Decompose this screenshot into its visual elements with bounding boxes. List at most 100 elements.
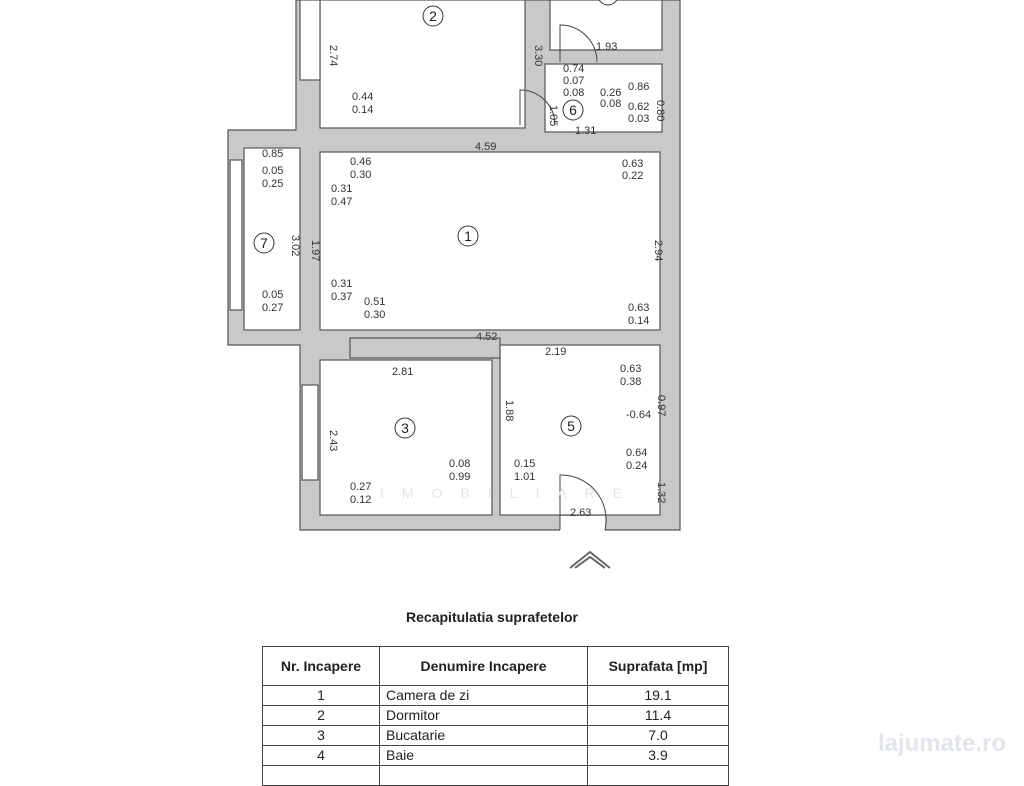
dimension-label: 0.99 [449, 471, 470, 483]
room-4 [549, 0, 663, 51]
site-watermark: lajumate.ro [877, 730, 1006, 757]
window-left [299, 0, 321, 81]
dimension-label: 0.97 [655, 395, 667, 416]
cell-area: 3.9 [587, 745, 729, 766]
window-kitchen [301, 384, 319, 481]
room-number-markers: 1234567 [253, 0, 618, 439]
dimension-label: 1.97 [309, 240, 321, 261]
dimension-label: 0.27 [350, 481, 371, 493]
dimension-label: 0.62 [628, 101, 649, 113]
header-nr: Nr. Incapere [262, 646, 380, 686]
dimension-label: 0.63 [620, 363, 641, 375]
cell-area: 19.1 [587, 685, 729, 706]
cell-empty [379, 765, 588, 786]
cell-area: 7.0 [587, 725, 729, 746]
dimension-label: 1.93 [596, 41, 617, 53]
table-row-partial [262, 765, 729, 786]
dimension-label: 0.37 [331, 291, 352, 303]
dimension-label: 0.25 [262, 178, 283, 190]
dimension-label: 0.63 [622, 158, 643, 170]
dimension-label: 0.63 [628, 302, 649, 314]
dimension-label: 0.64 [626, 447, 647, 459]
cell-area: 11.4 [587, 705, 729, 726]
dimension-label: 1.01 [514, 471, 535, 483]
room-number: 6 [569, 102, 577, 118]
watermark-text: IMOBILIARE [380, 485, 640, 501]
dimension-label: 0.38 [620, 376, 641, 388]
dimension-label: -0.64 [626, 409, 651, 421]
dimension-label: 0.22 [622, 170, 643, 182]
cell-nr: 1 [262, 685, 380, 706]
dimension-label: 1.05 [547, 105, 559, 126]
dimension-label: 0.08 [600, 98, 621, 110]
dimension-label: 0.86 [628, 81, 649, 93]
table-header: Nr. Incapere Denumire Incapere Suprafata… [262, 646, 729, 686]
dimension-label: 0.47 [331, 196, 352, 208]
room-number-circle [562, 99, 584, 121]
dimension-label: 0.31 [331, 278, 352, 290]
dimension-label: 0.51 [364, 296, 385, 308]
dimension-label: 4.52 [476, 331, 497, 343]
dimension-label: 0.03 [628, 113, 649, 125]
dimension-label: 4.59 [475, 141, 496, 153]
cell-nr: 3 [262, 725, 380, 746]
dimension-label: 2.94 [652, 240, 664, 261]
dimension-label: 0.46 [350, 156, 371, 168]
dimension-label: 0.12 [350, 494, 371, 506]
dimension-label: 0.85 [262, 148, 283, 160]
dimension-label: 2.81 [392, 366, 413, 378]
dimension-label: 3.30 [532, 45, 544, 66]
interior-wall [349, 337, 501, 359]
dimension-label: 0.30 [364, 309, 385, 321]
window-balcony [229, 159, 243, 311]
cell-empty [587, 765, 729, 786]
room-number: 4 [604, 0, 612, 3]
room-1 [319, 151, 661, 331]
dimension-label: 0.14 [352, 104, 373, 116]
room-2 [319, 0, 526, 129]
dimension-label: 0.30 [350, 169, 371, 181]
door-swing [559, 474, 607, 531]
dimension-label: 0.07 [563, 75, 584, 87]
dimension-label: 0.26 [600, 87, 621, 99]
summary-title: Recapitulatia suprafetelor [406, 609, 578, 625]
dimension-label: 1.32 [655, 482, 667, 503]
dimension-label: 2.19 [545, 346, 566, 358]
cell-name: Dormitor [379, 705, 588, 726]
walls [227, 0, 681, 532]
dimension-label: 0.05 [262, 165, 283, 177]
room-number-circle [394, 417, 416, 439]
cell-empty [262, 765, 380, 786]
header-name: Denumire Incapere [379, 646, 588, 686]
door-swing [519, 89, 556, 126]
room-number-circle [422, 5, 444, 27]
area-summary-table: Nr. Incapere Denumire Incapere Suprafata… [262, 646, 729, 786]
cell-nr: 4 [262, 745, 380, 766]
dimension-label: 0.44 [352, 91, 373, 103]
dimension-label: 0.31 [331, 183, 352, 195]
room-6 [544, 63, 663, 133]
dimension-label: 0.08 [563, 87, 584, 99]
cell-nr: 2 [262, 705, 380, 726]
room-number-circle [253, 232, 275, 254]
dimension-label: 3.02 [289, 235, 301, 256]
door-swing [559, 24, 598, 63]
dimension-label: 2.43 [327, 430, 339, 451]
doors [519, 24, 607, 531]
dimension-label: 0.08 [449, 458, 470, 470]
room-number-circle [560, 415, 582, 437]
room-number-circle [598, 0, 618, 6]
cell-name: Baie [379, 745, 588, 766]
room-number: 3 [401, 420, 409, 436]
dimension-label: 2.63 [570, 507, 591, 519]
dimension-label: 0.24 [626, 460, 647, 472]
room-number: 1 [464, 228, 472, 244]
room-number: 2 [429, 8, 437, 24]
dimension-label: 0.14 [628, 315, 649, 327]
dimension-label: 0.74 [563, 63, 584, 75]
